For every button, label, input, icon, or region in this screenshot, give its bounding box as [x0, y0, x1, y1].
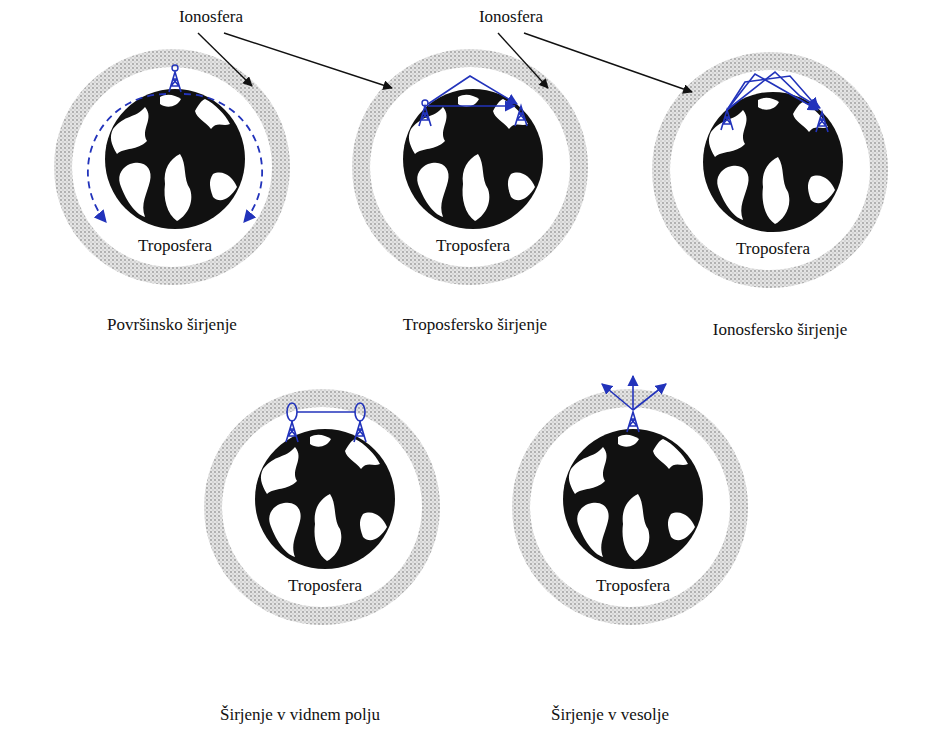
layer-name: Troposfera — [736, 240, 810, 259]
globe: TroposferaIonosfersko širjenje — [652, 52, 888, 288]
caption: Širjenje v vesolje — [551, 706, 669, 725]
caption: Površinsko širjenje — [107, 316, 237, 335]
globe: TroposferaŠirjenje v vidnem polju — [204, 389, 440, 625]
globe: TroposferaTroposfersko širjenje — [352, 49, 588, 285]
layer-label: Ionosfera — [179, 8, 243, 27]
caption: Troposfersko širjenje — [403, 316, 547, 335]
caption: Ionosfersko širjenje — [713, 321, 848, 340]
layer-name: Troposfera — [288, 577, 362, 596]
globe: TroposferaPovršinsko širjenje — [54, 49, 290, 285]
caption: Širjenje v vidnem polju — [220, 706, 380, 725]
layer-name: Troposfera — [596, 577, 670, 596]
layer-name: Troposfera — [436, 237, 510, 256]
globe: TroposferaŠirjenje v vesolje — [512, 389, 748, 625]
layer-name: Troposfera — [138, 237, 212, 256]
layer-label: Ionosfera — [479, 8, 543, 27]
